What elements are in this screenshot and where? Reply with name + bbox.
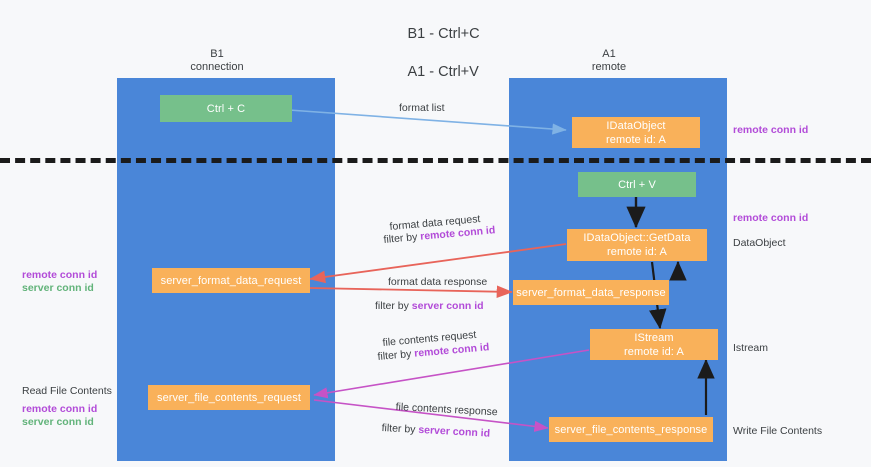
box-server-format-data-request[interactable]: server_format_data_request [152, 268, 310, 293]
annotation-left-server-conn-id-bottom: server conn id [22, 416, 94, 428]
box-idataobject-line1: IDataObject [606, 119, 666, 132]
box-istream[interactable]: IStream remote id: A [590, 329, 718, 360]
box-idataobject[interactable]: IDataObject remote id: A [572, 117, 700, 148]
connector-format-data-request [309, 243, 567, 284]
connector-file-contents-request [313, 349, 590, 399]
edge-label-format-data-response: format data response [388, 276, 488, 288]
annotation-istream: Istream [733, 342, 769, 354]
box-server-file-contents-request-label: server_file_contents_request [156, 391, 302, 404]
phase-divider [0, 158, 871, 163]
box-ctrl-c-label: Ctrl + C [206, 102, 246, 115]
box-server-file-contents-request[interactable]: server_file_contents_request [148, 385, 310, 410]
annotation-dataobject: DataObject [733, 237, 786, 249]
box-server-format-data-response[interactable]: server_format_data_response [513, 280, 669, 305]
annotation-remote-conn-id-mid: remote conn id [733, 212, 809, 224]
connector-format-data-response [309, 285, 513, 298]
filter-key-server-conn-id: server conn id [418, 423, 491, 440]
edge-label-format-list: format list [399, 102, 445, 114]
box-server-file-contents-response-label: server_file_contents_response [554, 423, 708, 436]
column-header-b1-name: B1 [210, 48, 224, 60]
box-ctrl-v[interactable]: Ctrl + V [578, 172, 696, 197]
box-idataobject-line2: remote id: A [606, 133, 666, 146]
column-header-b1: B1 connection [117, 48, 317, 74]
column-header-a1-role: remote [591, 61, 627, 73]
column-header-b1-role: connection [190, 61, 244, 73]
box-istream-line2: remote id: A [624, 345, 684, 358]
filter-prefix: filter by [383, 230, 421, 246]
box-server-file-contents-response[interactable]: server_file_contents_response [549, 417, 713, 442]
filter-key-server-conn-id: server conn id [411, 300, 484, 312]
box-ctrl-c[interactable]: Ctrl + C [160, 95, 292, 122]
box-istream-line1: IStream [634, 331, 674, 344]
title-line-1: B1 - Ctrl+C [407, 26, 480, 42]
box-idataobject-getdata-line1: IDataObject::GetData [583, 232, 691, 244]
box-idataobject-getdata[interactable]: IDataObject::GetData remote id: A [567, 229, 707, 261]
connector-file-contents-response [313, 399, 549, 432]
annotation-left-remote-conn-id-mid: remote conn id [22, 269, 98, 281]
box-server-format-data-request-label: server_format_data_request [160, 274, 302, 287]
annotation-left-server-conn-id-mid: server conn id [22, 282, 94, 294]
page-title: B1 - Ctrl+C A1 - Ctrl+V [0, 6, 871, 101]
column-header-a1-name: A1 [602, 48, 616, 60]
annotation-read-file-contents: Read File Contents [22, 385, 112, 397]
annotation-left-remote-conn-id-bottom: remote conn id [22, 403, 98, 415]
title-line-2: A1 - Ctrl+V [407, 64, 479, 80]
filter-prefix: filter by [377, 347, 415, 363]
annotation-remote-conn-id-top: remote conn id [733, 124, 809, 136]
annotation-write-file-contents: Write File Contents [733, 425, 823, 437]
connector-format-list [274, 108, 567, 135]
column-header-a1: A1 remote [509, 48, 709, 74]
filter-prefix: filter by [375, 300, 412, 312]
filter-prefix: filter by [381, 421, 419, 436]
edge-label-format-data-response-filter: filter by server conn id [375, 299, 484, 313]
box-server-format-data-response-label: server_format_data_response [516, 286, 666, 299]
box-idataobject-getdata-line2: remote id: A [607, 246, 667, 258]
box-ctrl-v-label: Ctrl + V [618, 178, 656, 191]
